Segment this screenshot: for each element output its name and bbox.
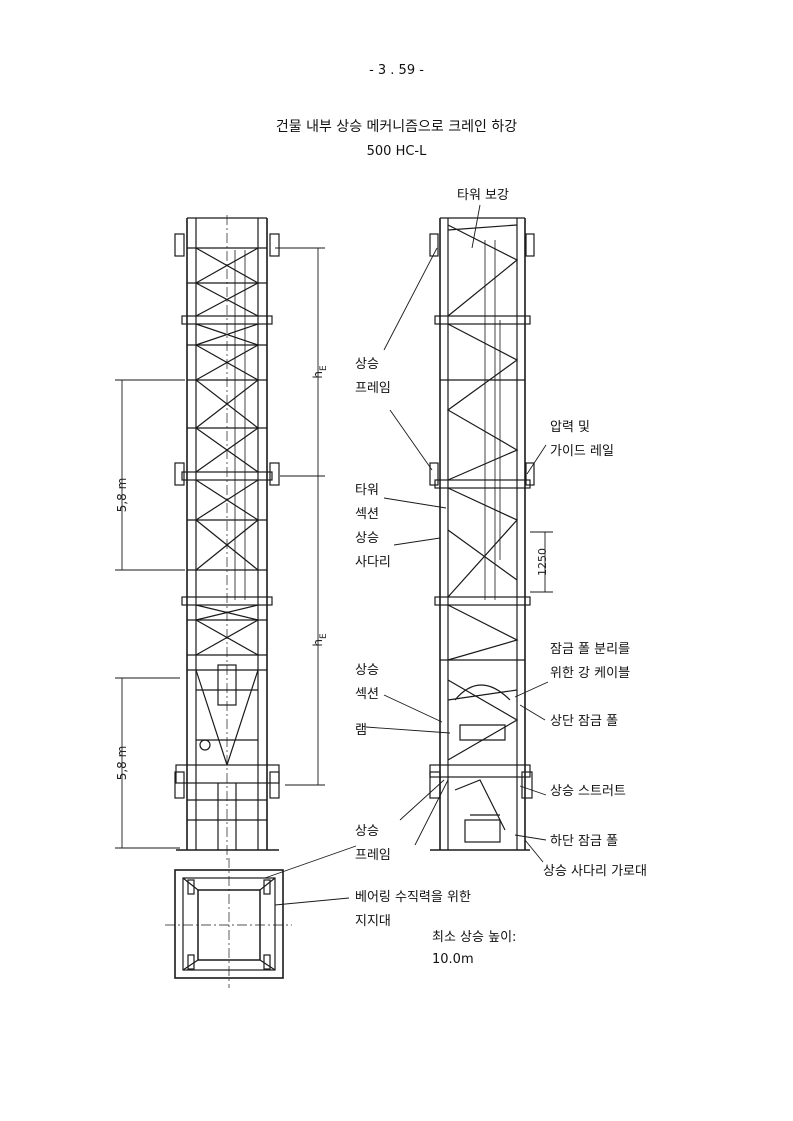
dim-he-lower: hE [311,633,329,647]
label-ram: 램 [355,723,367,738]
label-climbing-section-1: 상승 [355,663,379,678]
label-tower-bracing: 타워 보강 [457,188,509,203]
label-climbing-ladder-2: 사다리 [355,555,391,570]
label-climbing-frame-bot-2: 프레임 [355,848,391,863]
label-pressure-guide-2: 가이드 레일 [550,444,614,459]
dim-he-upper: hE [311,365,329,379]
label-climbing-frame-top-1: 상승 [355,357,379,372]
label-lower-lock-pawl: 하단 잠금 폴 [550,834,619,849]
label-upper-lock-pawl: 상단 잠금 폴 [550,714,619,729]
label-min-height-1: 최소 상승 높이: [432,930,517,945]
label-pressure-guide-1: 압력 및 [550,420,591,435]
label-bearing-1: 베어링 수직력을 위한 [355,890,471,905]
page-number: - 3 . 59 - [369,63,424,78]
label-tower-section-2: 섹션 [355,507,379,522]
label-climbing-section-2: 섹션 [355,687,379,702]
left-tower-elevation [174,215,280,860]
label-lock-cable-1: 잠금 폴 분리를 [550,642,631,657]
label-climbing-strut: 상승 스트러트 [550,784,626,799]
label-min-height-2: 10.0m [432,952,474,967]
dim-left-upper: 5,8 m [115,478,129,513]
leader-lines [264,204,549,906]
plan-view-section [165,858,292,988]
right-tower-elevation [429,217,535,851]
label-climbing-frame-bot-1: 상승 [355,824,379,839]
dim-right-1250: 1250 [536,548,549,576]
label-tower-section-1: 타워 [355,483,379,498]
right-dimension-lines [530,531,553,593]
page-subtitle: 500 HC-L [366,144,427,159]
label-ladder-rung: 상승 사다리 가로대 [543,864,647,879]
label-lock-cable-2: 위한 강 케이블 [550,666,631,681]
label-climbing-ladder-1: 상승 [355,531,379,546]
left-dimension-lines [115,247,325,849]
dim-left-lower: 5,8 m [115,746,129,781]
label-climbing-frame-top-2: 프레임 [355,381,391,396]
page-title: 건물 내부 상승 메커니즘으로 크레인 하강 [275,119,518,135]
label-bearing-2: 지지대 [355,914,391,929]
